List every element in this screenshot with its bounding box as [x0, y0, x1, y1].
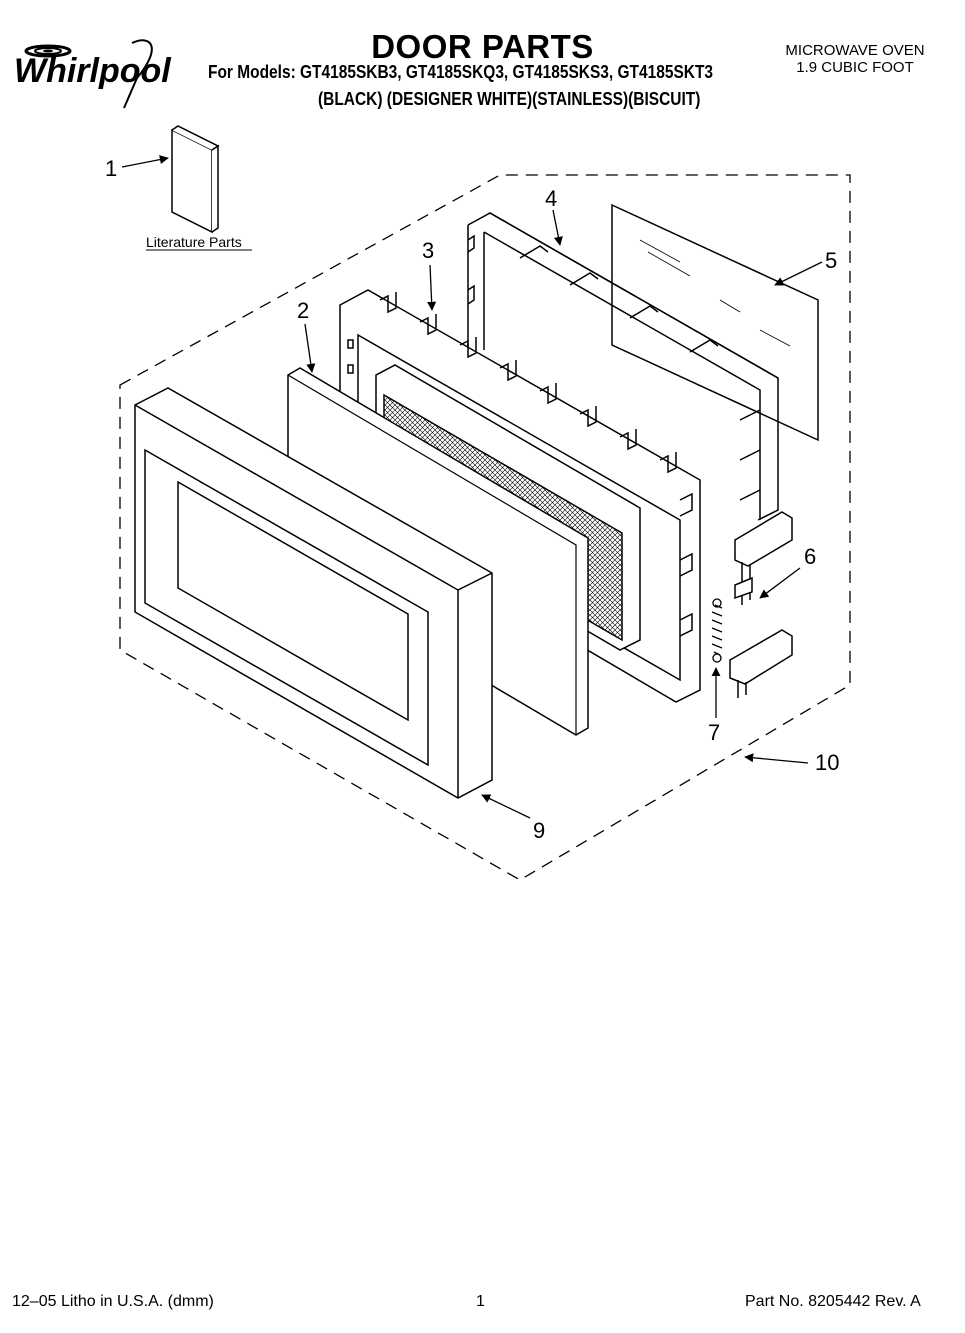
literature-parts-booklet: [171, 125, 220, 234]
door-latch-hook: [729, 511, 793, 698]
callout-1: 1: [105, 156, 117, 181]
callout-2: 2: [297, 298, 309, 323]
page-number: 1: [476, 1293, 485, 1310]
finishes-line: (BLACK) (DESIGNER WHITE)(STAINLESS)(BISC…: [318, 89, 701, 109]
callout-7: 7: [708, 720, 720, 745]
outer-door-frame: [134, 387, 493, 799]
whirlpool-logo-graphic: Whirlpool: [14, 39, 172, 109]
callout-10: 10: [815, 750, 839, 775]
inner-door-frame: [467, 212, 779, 521]
latch-spring: [711, 598, 723, 663]
product-capacity: 1.9 CUBIC FOOT: [796, 59, 914, 76]
literature-label: Literature Parts: [146, 234, 242, 250]
models-line: For Models: GT4185SKB3, GT4185SKQ3, GT41…: [208, 62, 714, 82]
product-info: MICROWAVE OVEN 1.9 CUBIC FOOT: [770, 42, 940, 76]
part-number: Part No. 8205442 Rev. A: [745, 1293, 921, 1310]
door-window-glass: [611, 203, 819, 442]
callout-3: 3: [422, 238, 434, 263]
callout-6: 6: [804, 544, 816, 569]
product-type: MICROWAVE OVEN: [785, 42, 925, 59]
brand-name: Whirlpool: [14, 52, 172, 90]
callout-5: 5: [825, 248, 837, 273]
litho-note: 12–05 Litho in U.S.A. (dmm): [12, 1293, 214, 1310]
page-title: DOOR PARTS: [371, 28, 594, 65]
callout-4: 4: [545, 186, 557, 211]
whirlpool-logo: Whirlpool: [12, 38, 187, 118]
callout-9: 9: [533, 818, 545, 843]
